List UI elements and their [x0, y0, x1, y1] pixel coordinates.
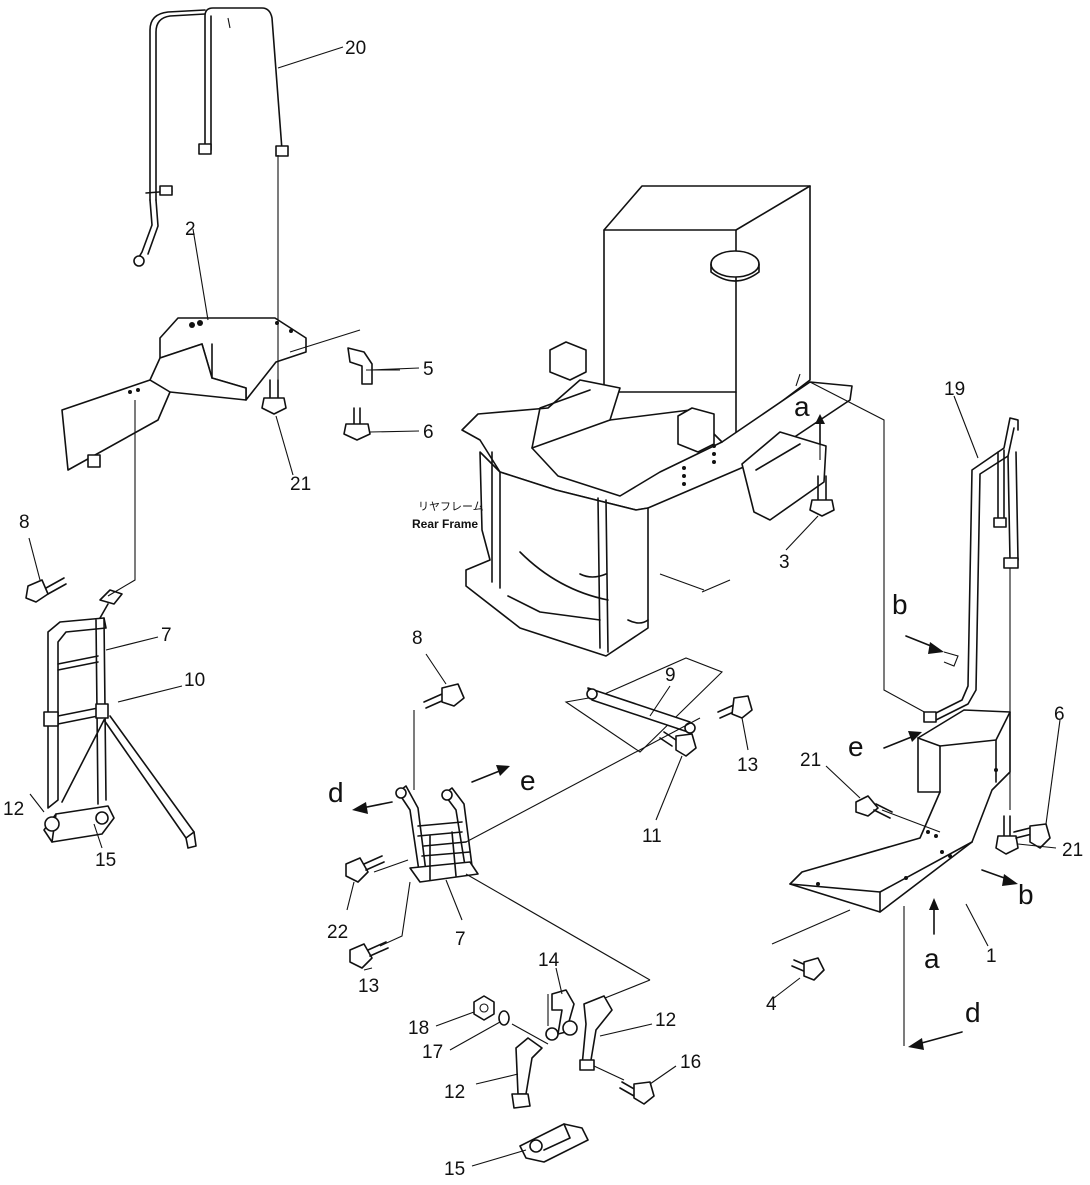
part-5-bracket — [347, 347, 400, 385]
callout-14: 14 — [538, 950, 560, 971]
callout-11: 11 — [642, 826, 662, 847]
callout-7-center: 7 — [455, 929, 466, 950]
part-7-ladder-left — [43, 589, 123, 809]
part-19-rod — [923, 417, 1019, 723]
arrow-b-upper — [905, 635, 944, 654]
part-11-bolt — [659, 731, 697, 757]
rear-frame: リヤフレーム Rear Frame — [412, 185, 853, 657]
callout-7-left: 7 — [161, 625, 172, 646]
arrow-d-right — [908, 1031, 963, 1050]
part-1-cover — [789, 709, 1011, 913]
letter-b-upper: b — [892, 589, 908, 620]
letter-d-center: d — [328, 777, 344, 808]
rear-frame-label-jp: リヤフレーム — [418, 500, 484, 513]
part-8-bolt-a — [25, 577, 67, 603]
part-8-bolt-b — [423, 683, 465, 709]
callout-1: 1 — [986, 946, 997, 967]
callout-21-left: 21 — [290, 474, 311, 495]
callout-9: 9 — [665, 665, 676, 686]
callout-12-bottom: 12 — [444, 1082, 465, 1103]
part-20-rod — [133, 7, 289, 267]
arrow-d-center — [352, 801, 393, 814]
letter-d-right: d — [965, 997, 981, 1028]
callout-16: 16 — [680, 1052, 701, 1073]
callout-17: 17 — [422, 1042, 443, 1063]
callout-21-right: 21 — [800, 750, 821, 771]
callout-4: 4 — [766, 994, 777, 1015]
part-18-nut — [473, 995, 495, 1021]
callout-15-left: 15 — [95, 850, 116, 871]
part-15-base-bottom — [519, 1123, 589, 1163]
part-6-bolt-a — [343, 407, 371, 441]
part-9-strap — [564, 657, 723, 753]
callout-2: 2 — [185, 219, 196, 240]
callout-10: 10 — [184, 670, 205, 691]
letter-b-lower: b — [1018, 879, 1034, 910]
callout-21-far-right: 21 — [1062, 840, 1083, 861]
part-21-bolt-a — [261, 379, 287, 415]
rear-frame-label-en: Rear Frame — [412, 517, 478, 531]
arrow-a-upper — [815, 414, 825, 445]
part-7-ladder-center — [395, 710, 479, 883]
arrow-e-center — [471, 765, 510, 783]
callout-15-bottom: 15 — [444, 1159, 465, 1180]
callout-13-lower: 13 — [358, 976, 379, 997]
part-22-bolt — [345, 855, 385, 883]
callout-6-right: 6 — [1054, 704, 1065, 725]
callout-18: 18 — [408, 1018, 429, 1039]
part-15-base-left — [43, 805, 115, 843]
callout-3: 3 — [779, 552, 790, 573]
part-12-link-a — [579, 995, 613, 1071]
callout-5: 5 — [423, 359, 434, 380]
callout-13-upper: 13 — [737, 755, 758, 776]
letter-e-right: e — [848, 731, 864, 762]
part-17-washer — [498, 1010, 510, 1026]
part-13-bolt-b — [349, 941, 389, 969]
callout-12-right: 12 — [655, 1010, 676, 1031]
callout-22: 22 — [327, 922, 348, 943]
letter-a-upper: a — [794, 391, 810, 422]
arrow-a-lower — [929, 898, 939, 935]
part-2-cover — [61, 317, 307, 471]
part-12-link-b — [511, 1037, 543, 1109]
letter-e-center: e — [520, 765, 536, 796]
callout-8-left: 8 — [19, 512, 30, 533]
callout-19: 19 — [944, 379, 965, 400]
part-4-bolt — [791, 957, 825, 981]
arrow-b-lower — [981, 869, 1018, 886]
part-21-bolt-b — [855, 795, 893, 819]
callout-6-upper: 6 — [423, 422, 434, 443]
part-16-bolt — [619, 1081, 655, 1105]
callout-20: 20 — [345, 38, 366, 59]
part-21-bolt-c — [995, 815, 1019, 855]
part-13-bolt-a — [717, 695, 753, 719]
part-6-bolt-b — [1013, 823, 1051, 849]
part-10-brace — [61, 715, 197, 849]
callout-8-center: 8 — [412, 628, 423, 649]
arrow-e-right — [883, 731, 922, 749]
letter-a-lower: a — [924, 943, 940, 974]
part-3-bolt — [809, 475, 835, 517]
callout-12-left: 12 — [3, 799, 24, 820]
